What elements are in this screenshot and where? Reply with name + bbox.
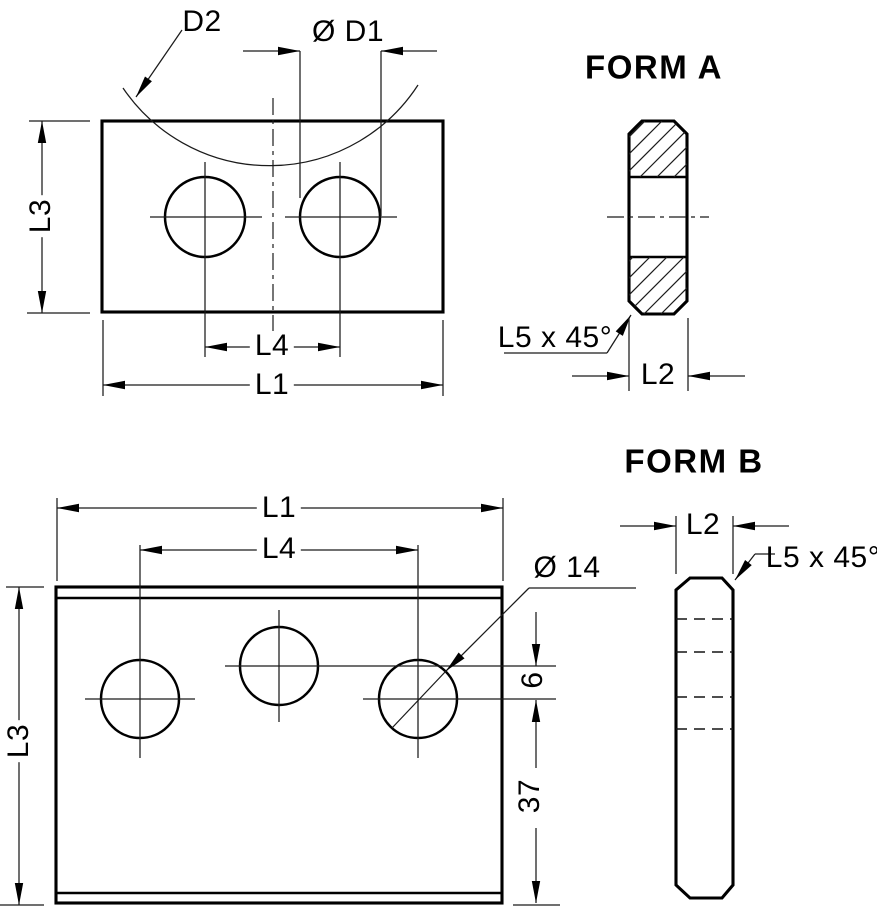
label-l5-a: L5 x 45°	[497, 321, 613, 354]
hidden-hole-lines	[676, 618, 733, 730]
label-d1: Ø D1	[311, 15, 385, 48]
l5-leader-a	[504, 314, 632, 354]
top-plate-view	[27, 29, 445, 396]
label-d2: D2	[182, 5, 222, 38]
l5-leader-b	[734, 553, 775, 581]
d2-arc	[122, 84, 419, 167]
label-l5-b: L5 x 45°	[765, 541, 877, 574]
section-hatching-top	[629, 121, 687, 177]
form-a-title: FORM A	[585, 48, 723, 86]
label-l3-top: L3	[24, 194, 57, 238]
plate-outline	[54, 585, 504, 905]
d2-leader	[135, 29, 183, 98]
form-b-view	[620, 516, 789, 900]
form-a-outline	[627, 119, 689, 316]
form-a-view	[504, 119, 745, 391]
label-l4-bottom: L4	[256, 534, 302, 564]
section-hatching-bottom	[629, 257, 687, 314]
label-offset-37: 37	[513, 774, 546, 818]
form-b-title: FORM B	[624, 442, 764, 480]
l2-dimension-b	[620, 516, 789, 574]
offset37-dimension	[513, 828, 560, 906]
label-l3-bottom: L3	[2, 719, 35, 763]
d1-dimension	[243, 46, 437, 216]
label-offset-6: 6	[516, 667, 549, 693]
label-l1-bottom: L1	[256, 493, 302, 523]
label-dia14: Ø 14	[533, 551, 601, 584]
label-l1-top: L1	[249, 370, 295, 400]
dia14-leader	[391, 587, 636, 729]
label-l2-b: L2	[680, 510, 726, 540]
centerlines	[150, 98, 397, 357]
label-l2-a: L2	[635, 360, 681, 390]
centerlines	[85, 545, 556, 758]
l2-dimension-a	[572, 318, 745, 391]
form-b-outline	[674, 576, 735, 900]
label-l4-top: L4	[249, 331, 295, 361]
bottom-plate-view	[0, 498, 636, 906]
